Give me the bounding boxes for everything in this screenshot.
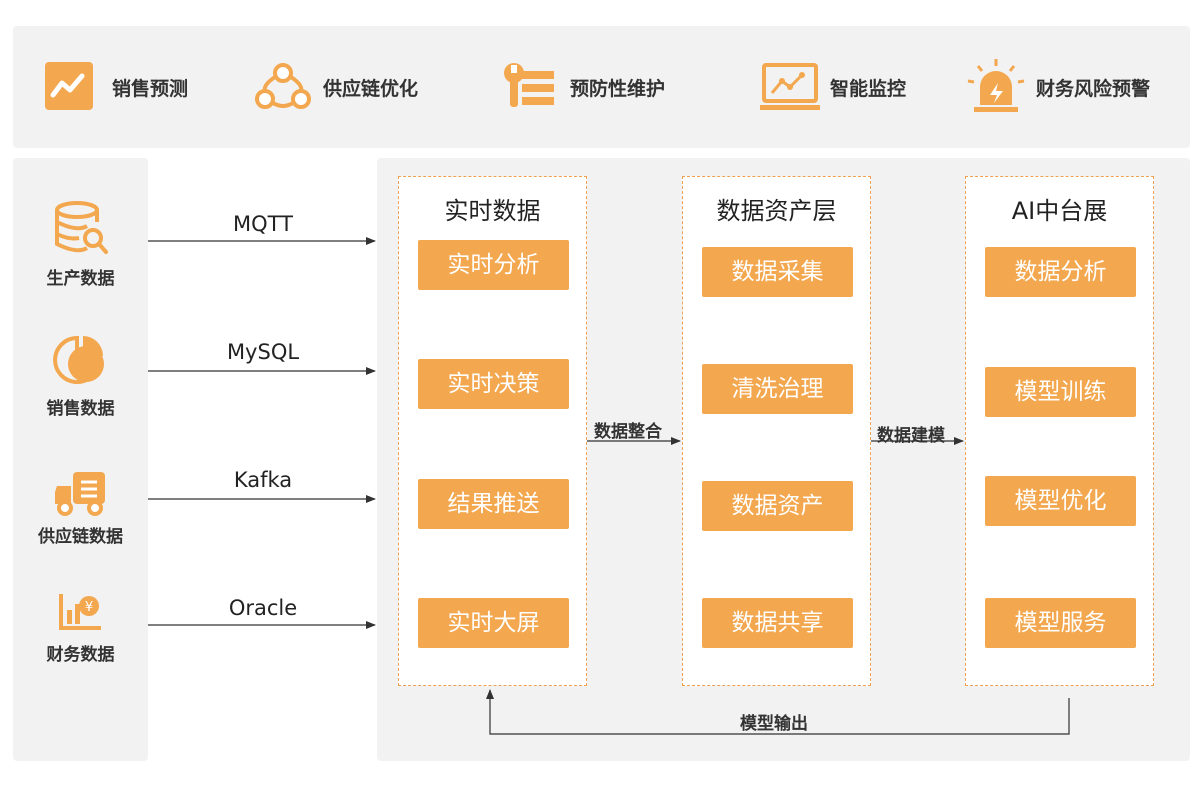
column-data-asset: 数据资产层 数据采集 清洗治理 数据资产 数据共享 <box>682 176 871 686</box>
chip-realtime-screen: 实时大屏 <box>418 598 569 648</box>
source-label: 财务数据 <box>46 645 115 665</box>
top-item-label: 财务风险预警 <box>1036 77 1151 100</box>
monitor-chart-icon <box>760 63 820 110</box>
top-item-smart-monitor: 智能监控 <box>760 57 906 117</box>
chip-data-collection: 数据采集 <box>702 247 853 297</box>
column-title: 数据资产层 <box>716 197 837 225</box>
top-item-label: 预防性维护 <box>570 77 666 100</box>
protocol-label-oracle: Oracle <box>228 596 298 620</box>
column-ai-platform: AI中台展 数据分析 模型训练 模型优化 模型服务 <box>965 176 1154 686</box>
trend-chart-icon <box>45 62 93 110</box>
chip-model-training: 模型训练 <box>985 367 1136 417</box>
top-item-label: 供应链优化 <box>323 77 419 100</box>
chip-data-analysis: 数据分析 <box>985 247 1136 297</box>
column-realtime: 实时数据 实时分析 实时决策 结果推送 实时大屏 <box>398 176 587 686</box>
connector-label-model-output: 模型输出 <box>740 714 808 734</box>
chip-cleansing-governance: 清洗治理 <box>702 364 853 414</box>
protocol-label-kafka: Kafka <box>233 468 293 492</box>
chip-data-sharing: 数据共享 <box>702 598 853 648</box>
pie-chart-icon <box>52 335 104 384</box>
source-sales: 销售数据 <box>13 332 148 419</box>
data-sources-panel <box>13 158 148 761</box>
finance-chart-icon: ¥ <box>58 594 101 630</box>
top-item-maintenance: 预防性维护 <box>500 57 665 117</box>
network-nodes-icon <box>255 63 311 109</box>
svg-text:¥: ¥ <box>84 600 92 615</box>
column-title: 实时数据 <box>444 197 541 225</box>
source-production: 生产数据 <box>13 200 148 289</box>
source-label: 销售数据 <box>46 399 115 419</box>
top-item-label: 销售预测 <box>112 77 189 100</box>
source-finance: ¥ 财务数据 <box>13 590 148 665</box>
chip-data-asset: 数据资产 <box>702 481 853 531</box>
truck-icon <box>54 472 105 516</box>
arrow-model-output <box>486 689 1070 735</box>
source-supply-chain: 供应链数据 <box>13 470 148 547</box>
source-label: 供应链数据 <box>38 527 123 547</box>
wrench-layers-icon <box>504 63 554 107</box>
chip-realtime-decision: 实时决策 <box>418 359 569 409</box>
database-search-icon <box>54 201 108 254</box>
chip-model-service: 模型服务 <box>985 598 1136 648</box>
source-label: 生产数据 <box>46 269 115 289</box>
chip-result-push: 结果推送 <box>418 479 569 529</box>
chip-model-optimization: 模型优化 <box>985 476 1136 526</box>
top-item-supply-chain: 供应链优化 <box>253 57 418 117</box>
top-item-financial-risk: 财务风险预警 <box>966 57 1150 117</box>
top-item-sales-forecast: 销售预测 <box>42 57 188 117</box>
column-title: AI中台展 <box>1011 197 1108 225</box>
top-item-label: 智能监控 <box>830 77 907 100</box>
alarm-light-icon <box>967 59 1025 112</box>
chip-realtime-analysis: 实时分析 <box>418 240 569 290</box>
protocol-label-mqtt: MQTT <box>233 212 293 236</box>
protocol-label-mysql: MySQL <box>226 340 300 364</box>
connector-label-integration: 数据整合 <box>594 422 662 442</box>
